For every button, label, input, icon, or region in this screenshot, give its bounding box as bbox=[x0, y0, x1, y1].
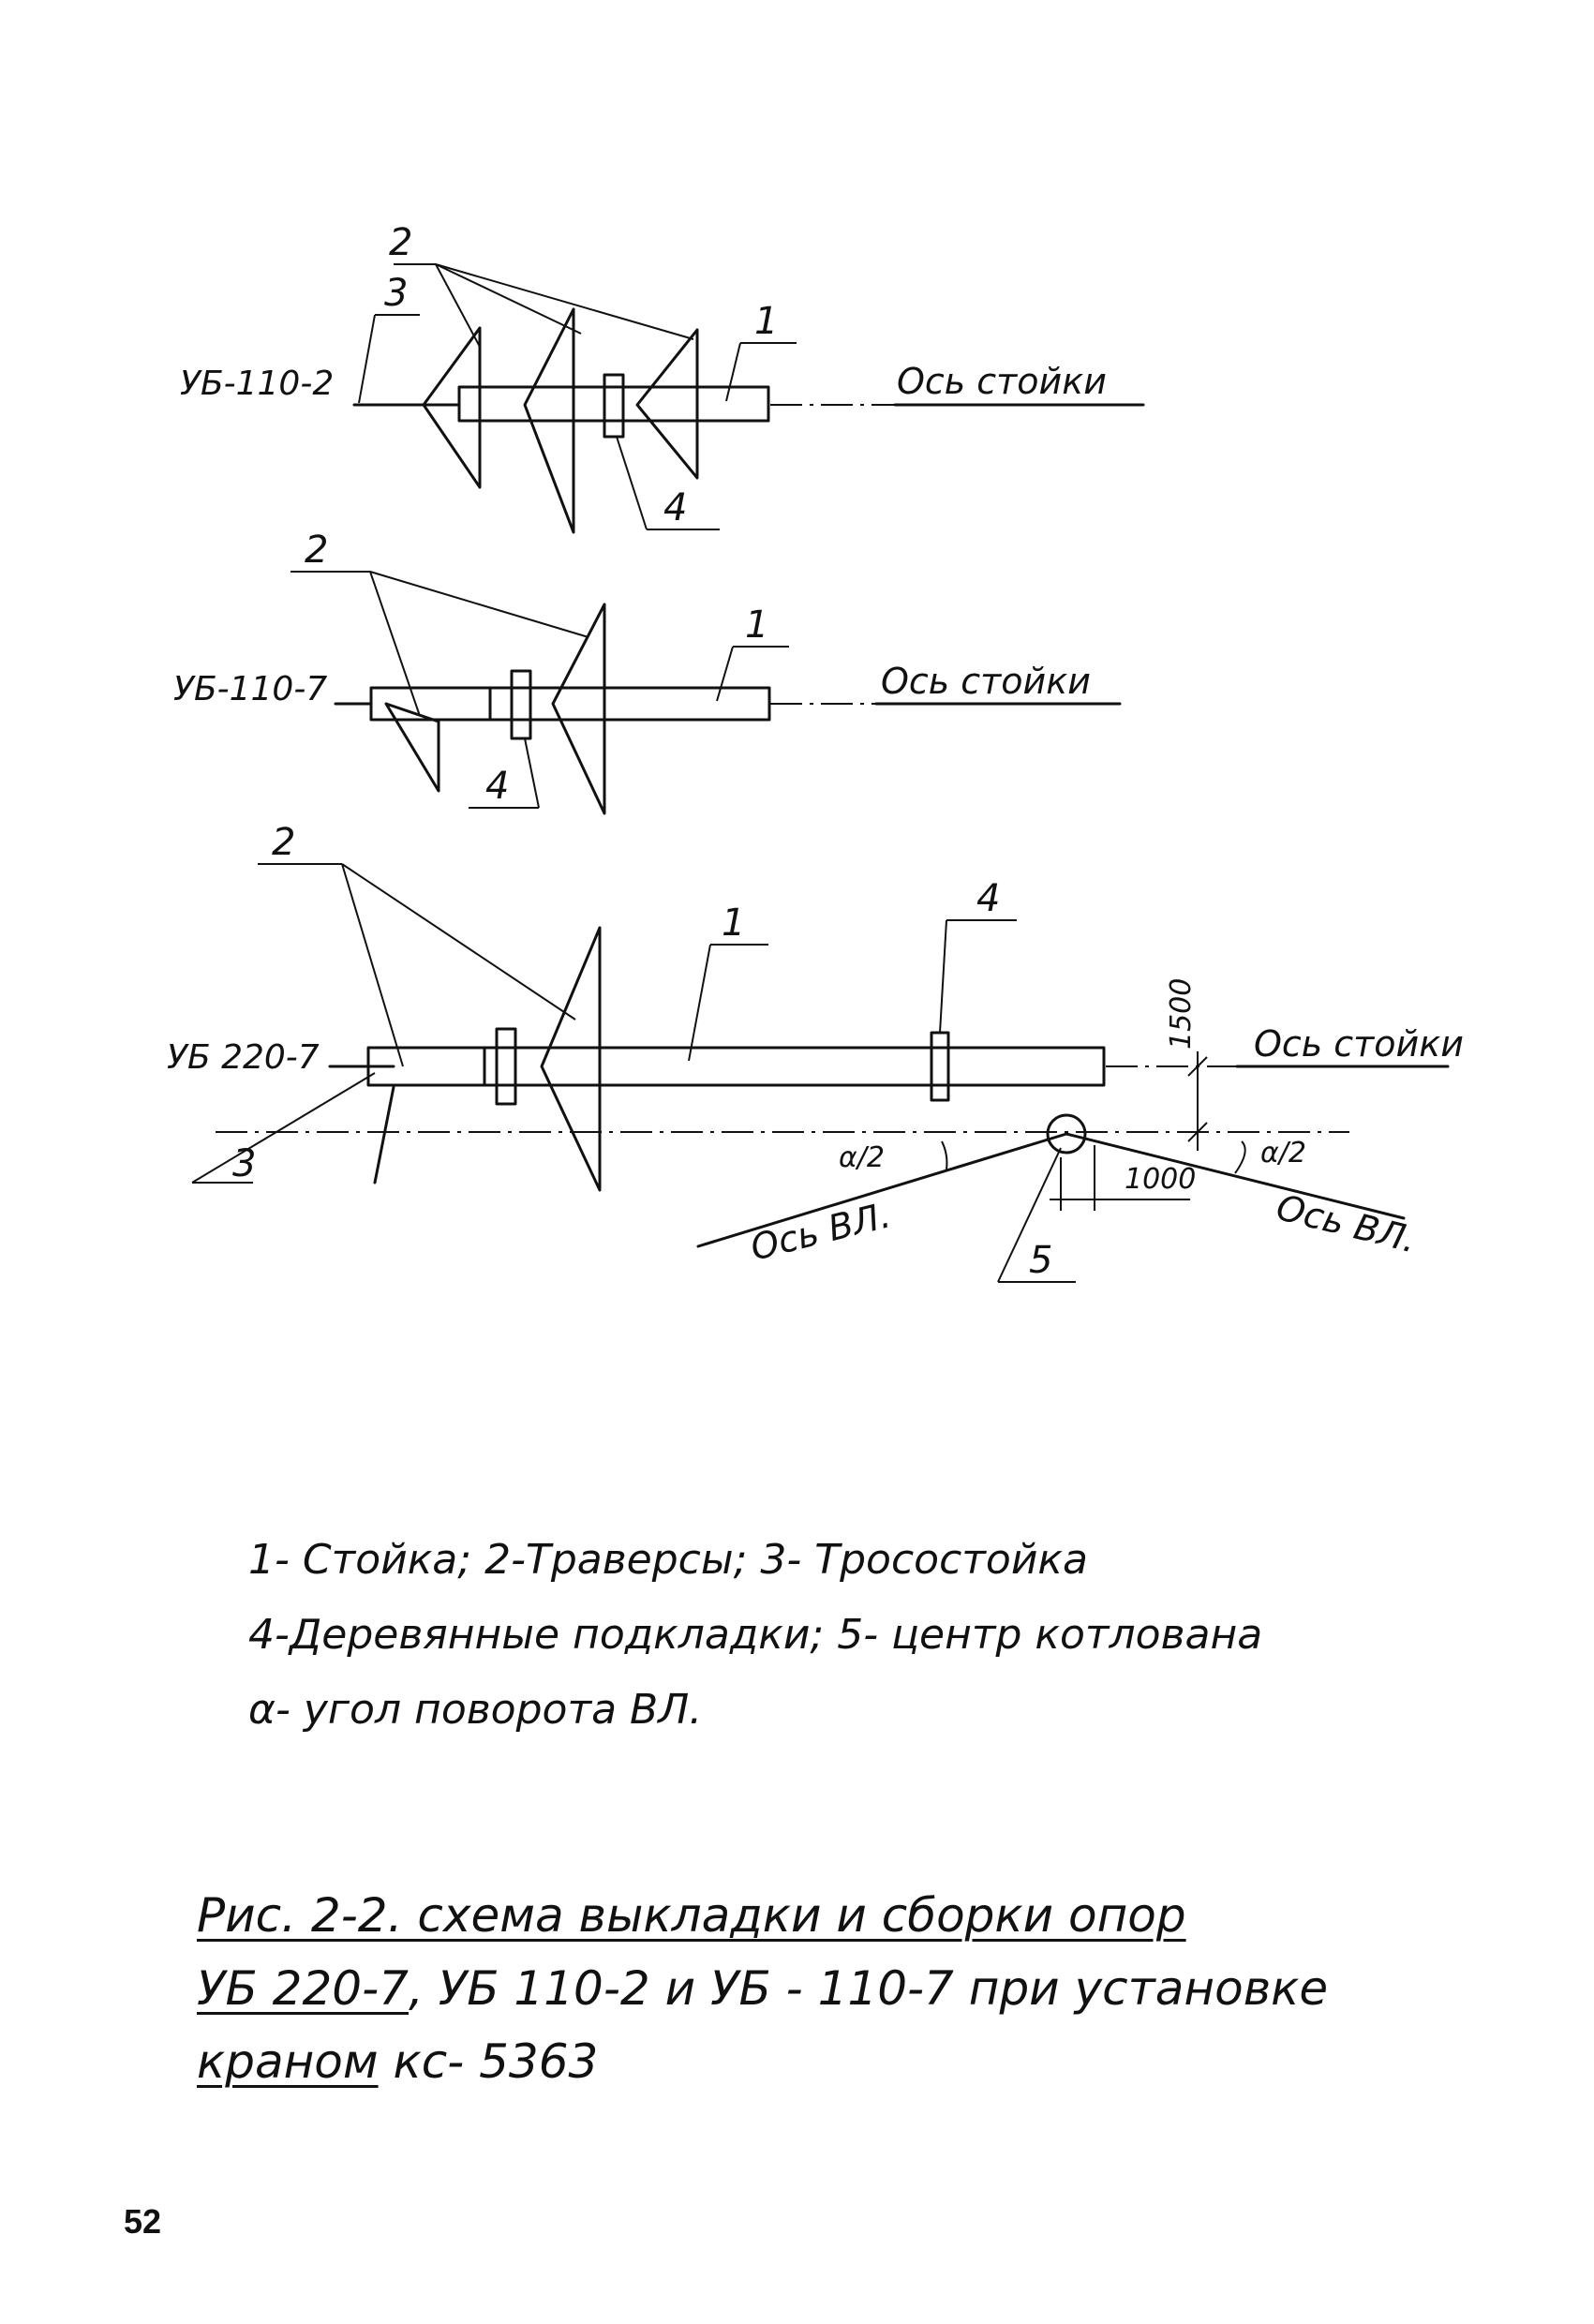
leader-1 bbox=[725, 342, 741, 402]
leader-4 bbox=[939, 919, 947, 1034]
dim-horizontal-label: 1000 bbox=[1125, 1163, 1196, 1196]
caption-line-3-b: кс- 5363 bbox=[378, 2034, 599, 2089]
caption-line-2-rest: , УБ 110-2 и УБ - 110-7 при установке bbox=[408, 1961, 1329, 2016]
wooden-pad bbox=[510, 669, 532, 740]
pole-axis-label: Ось стойки bbox=[1254, 1023, 1464, 1065]
traverse bbox=[540, 926, 602, 1192]
pole-body bbox=[369, 686, 771, 722]
line-axis-left bbox=[696, 1132, 1068, 1248]
traverse-2 bbox=[551, 603, 606, 815]
diagram-ub-220-7: УБ 220-7 Ось стойки α/2 α/2 Ось ВЛ. Ось … bbox=[167, 821, 1464, 1283]
type-label-ub-110-2: УБ-110-2 bbox=[180, 365, 334, 403]
dim-tick-top bbox=[1187, 1056, 1208, 1077]
pole-axis-label: Ось стойки bbox=[881, 661, 1091, 702]
leader-2b bbox=[435, 263, 582, 335]
callout-1: 1 bbox=[722, 901, 745, 945]
callout-2: 2 bbox=[389, 221, 412, 264]
traverse-3 bbox=[635, 328, 699, 480]
type-label-ub-220-7: УБ 220-7 bbox=[167, 1038, 320, 1077]
leader-5 bbox=[997, 1147, 1062, 1283]
leader-2b bbox=[369, 571, 589, 638]
leader-2b bbox=[341, 863, 576, 1020]
line-axis-right-label: Ось ВЛ. bbox=[1273, 1186, 1421, 1260]
cable-strut-brace bbox=[373, 1085, 395, 1184]
diagram-ub-110-2: УБ-110-2 Ось стойки 2 3 1 4 bbox=[180, 221, 1145, 534]
line-axis-left-label: Ось ВЛ. bbox=[747, 1194, 895, 1268]
figure-caption: Рис. 2-2. схема выкладки и сборки опор У… bbox=[197, 1879, 1509, 2098]
leader-4 bbox=[524, 737, 540, 809]
pit-center-circle bbox=[1046, 1113, 1087, 1155]
caption-line-3: краном кс- 5363 bbox=[197, 2025, 1509, 2098]
legend-line-2: 4-Деревянные подкладки; 5- центр котлова… bbox=[248, 1611, 1263, 1659]
callout-1: 1 bbox=[745, 603, 768, 647]
leader-3 bbox=[191, 1072, 376, 1184]
wooden-pad-1 bbox=[495, 1027, 517, 1106]
callout-5: 5 bbox=[1029, 1239, 1052, 1282]
caption-line-3-a: краном bbox=[197, 2034, 379, 2089]
traverse-1 bbox=[422, 326, 482, 489]
leader-2a bbox=[435, 263, 481, 348]
callout-3: 3 bbox=[232, 1142, 256, 1185]
leader-3 bbox=[358, 314, 376, 404]
legend: 1- Стойка; 2-Траверсы; 3- Тросостойка 4-… bbox=[248, 1523, 1467, 1748]
leader-1 bbox=[688, 944, 711, 1062]
type-label-ub-110-7: УБ-110-7 bbox=[173, 670, 327, 708]
wooden-pad-2 bbox=[930, 1031, 950, 1102]
callout-3: 3 bbox=[384, 272, 408, 315]
pole-axis-label: Ось стойки bbox=[897, 361, 1107, 402]
leader-2a bbox=[341, 863, 404, 1067]
caption-line-2: УБ 220-7, УБ 110-2 и УБ - 110-7 при уста… bbox=[197, 1952, 1509, 2025]
dim-vertical-label: 1500 bbox=[1165, 978, 1198, 1050]
callout-4: 4 bbox=[485, 765, 509, 808]
legend-line-3: α- угол поворота ВЛ. bbox=[248, 1686, 703, 1734]
pole-body bbox=[457, 385, 770, 423]
angle-left-label: α/2 bbox=[839, 1141, 885, 1174]
callout-4: 4 bbox=[663, 486, 687, 529]
wooden-pad bbox=[603, 373, 625, 439]
leader-4 bbox=[616, 436, 648, 530]
callout-2: 2 bbox=[305, 529, 328, 572]
leader-1 bbox=[716, 646, 734, 702]
traverse-2 bbox=[523, 307, 575, 534]
caption-line-1-rest: схема выкладки и сборки опор bbox=[402, 1888, 1186, 1943]
caption-line-1: Рис. 2-2. схема выкладки и сборки опор bbox=[197, 1879, 1509, 1952]
diagram-ub-110-7: УБ-110-7 Ось стойки 2 1 4 bbox=[173, 529, 1122, 815]
leader-2a bbox=[369, 571, 421, 717]
angle-arc-right bbox=[1234, 1140, 1246, 1174]
page-number: 52 bbox=[124, 2202, 162, 2241]
line-axis-right bbox=[1065, 1132, 1406, 1220]
callout-4: 4 bbox=[976, 877, 1000, 920]
caption-type-a: УБ 220-7 bbox=[197, 1961, 409, 2016]
angle-arc-left bbox=[941, 1140, 948, 1170]
legend-line-1: 1- Стойка; 2-Траверсы; 3- Тросостойка bbox=[248, 1536, 1088, 1584]
callout-1: 1 bbox=[754, 300, 778, 343]
angle-right-label: α/2 bbox=[1260, 1137, 1306, 1169]
caption-prefix: Рис. 2-2. bbox=[197, 1888, 403, 1943]
dim-tick-bottom bbox=[1187, 1122, 1208, 1142]
pole-body bbox=[366, 1046, 1106, 1087]
callout-2: 2 bbox=[272, 821, 295, 864]
leader-2c bbox=[435, 263, 694, 340]
traverse-1 bbox=[384, 702, 440, 793]
